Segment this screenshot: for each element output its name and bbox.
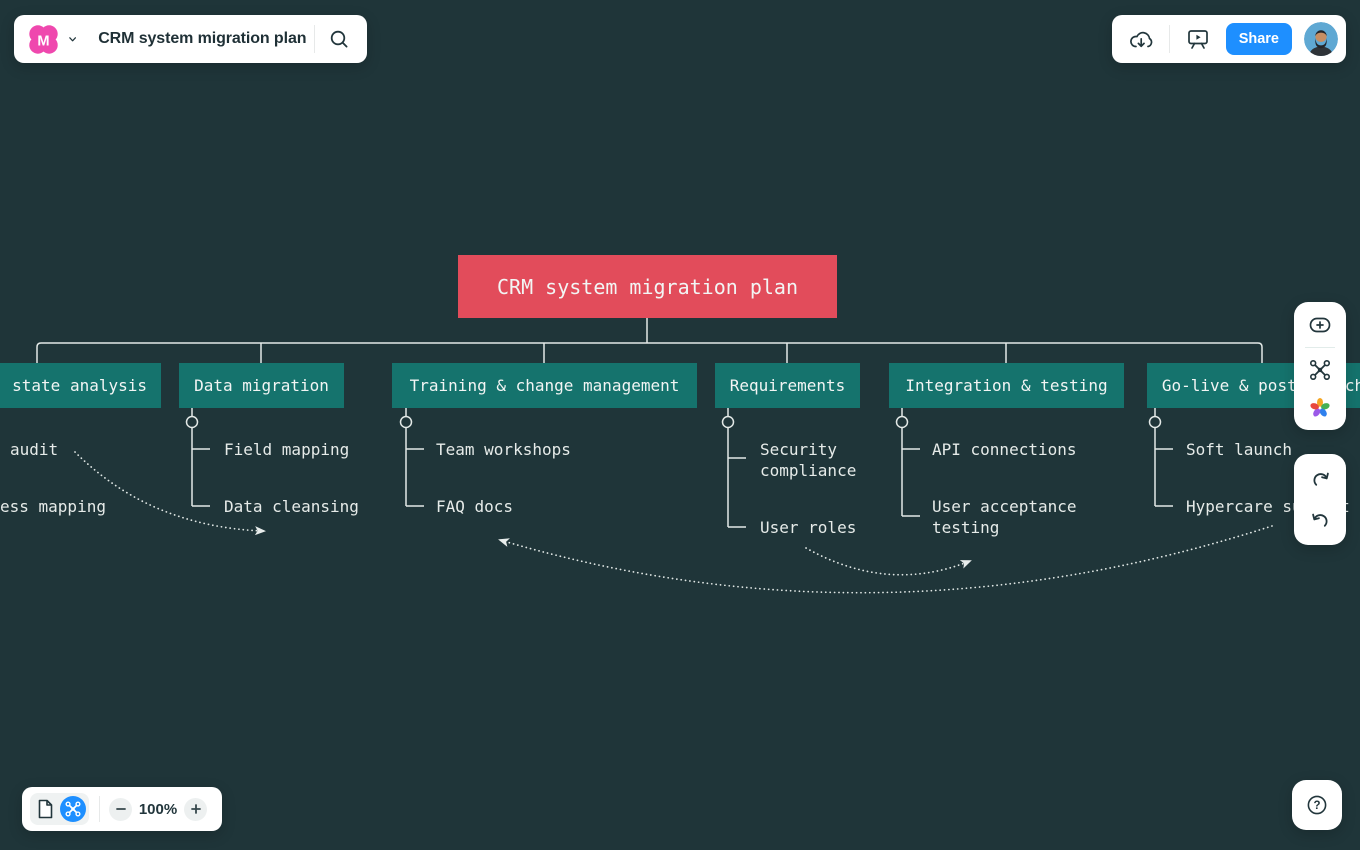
mindmap-icon bbox=[1309, 359, 1330, 380]
collapse-toggle[interactable] bbox=[721, 415, 735, 429]
child-node-faq-docs[interactable]: FAQ docs bbox=[436, 497, 514, 516]
view-switcher bbox=[30, 793, 89, 825]
question-icon: ? bbox=[1307, 795, 1327, 815]
controls-divider bbox=[99, 796, 100, 822]
cloud-download-icon bbox=[1129, 31, 1152, 47]
curved-arrow-audit-to-data-cleansing[interactable] bbox=[74, 451, 266, 536]
child-node-process-mapping[interactable]: ess mapping bbox=[0, 497, 106, 516]
undo-icon bbox=[1311, 513, 1327, 527]
svg-text:?: ? bbox=[1313, 800, 1320, 812]
present-button[interactable] bbox=[1180, 22, 1216, 56]
document-view-button[interactable] bbox=[33, 795, 58, 823]
curved-arrow-user-roles-to-testing[interactable] bbox=[805, 547, 972, 576]
child-node-user-roles[interactable]: User roles bbox=[760, 518, 857, 537]
branch-node-current-state-analysis[interactable]: state analysis bbox=[0, 363, 161, 408]
toolbar-divider bbox=[1305, 347, 1335, 349]
children-elbow-golive bbox=[1154, 428, 1173, 507]
child-node-audit[interactable]: audit bbox=[10, 440, 59, 459]
app-logo-icon[interactable]: M bbox=[28, 24, 59, 55]
children-elbow-integration bbox=[901, 428, 920, 517]
help-button[interactable]: ? bbox=[1292, 780, 1342, 830]
children-elbow-data-migration bbox=[191, 428, 210, 507]
mindmap-view-icon bbox=[65, 801, 81, 817]
toggle-stub-lines bbox=[191, 408, 1156, 416]
branch-node-requirements[interactable]: Requirements bbox=[715, 363, 860, 408]
mindmap-root-node[interactable]: CRM system migration plan bbox=[458, 255, 837, 318]
redo-button[interactable] bbox=[1304, 463, 1337, 495]
mindmap-layout-button[interactable] bbox=[1303, 353, 1337, 387]
board-title[interactable]: CRM system migration plan bbox=[98, 30, 307, 47]
svg-text:M: M bbox=[37, 33, 49, 49]
share-button[interactable]: Share bbox=[1225, 23, 1292, 55]
collapse-toggle[interactable] bbox=[399, 415, 413, 429]
mindmap-view-button[interactable] bbox=[60, 796, 86, 822]
zoom-in-button[interactable] bbox=[184, 797, 207, 821]
zoom-out-button[interactable] bbox=[109, 797, 132, 821]
collapse-toggle[interactable] bbox=[1148, 415, 1162, 429]
undo-button[interactable] bbox=[1304, 504, 1337, 536]
user-avatar[interactable] bbox=[1304, 22, 1338, 56]
child-node-team-workshops[interactable]: Team workshops bbox=[436, 440, 571, 459]
children-elbow-requirements bbox=[727, 428, 746, 528]
collapse-toggle[interactable] bbox=[185, 415, 199, 429]
zoom-level: 100% bbox=[138, 800, 178, 818]
search-button[interactable] bbox=[323, 23, 355, 55]
branch-node-training-change-management[interactable]: Training & change management bbox=[392, 363, 697, 408]
curved-arrow-hypercare-to-faq[interactable] bbox=[498, 525, 1273, 594]
branch-node-data-migration[interactable]: Data migration bbox=[179, 363, 344, 408]
branch-node-integration-testing[interactable]: Integration & testing bbox=[889, 363, 1124, 408]
page-icon bbox=[38, 799, 53, 819]
header-divider bbox=[1168, 25, 1170, 53]
add-node-icon bbox=[1309, 317, 1331, 332]
search-icon bbox=[330, 30, 348, 48]
presentation-icon bbox=[1187, 30, 1208, 49]
trunk-line bbox=[36, 342, 1263, 365]
header-divider bbox=[314, 25, 315, 53]
child-node-soft-launch[interactable]: Soft launch bbox=[1186, 440, 1292, 459]
child-node-data-cleansing[interactable]: Data cleansing bbox=[224, 497, 359, 516]
child-node-api-connections[interactable]: API connections bbox=[932, 440, 1077, 459]
ai-style-button[interactable] bbox=[1303, 391, 1337, 425]
child-node-user-acceptance-testing[interactable]: User acceptance testing bbox=[932, 497, 1077, 537]
branch-drop-lines bbox=[260, 343, 1007, 365]
collab-header: Share bbox=[1111, 15, 1346, 63]
history-toolbar bbox=[1294, 454, 1346, 545]
chevron-down-icon[interactable] bbox=[69, 35, 76, 44]
child-node-field-mapping[interactable]: Field mapping bbox=[224, 440, 350, 459]
board-header: M CRM system migration plan bbox=[14, 15, 367, 63]
plus-icon bbox=[190, 804, 201, 814]
mindmap-toolbar bbox=[1294, 302, 1346, 430]
color-flower-icon bbox=[1310, 398, 1330, 417]
child-node-security-compliance[interactable]: Security compliance bbox=[760, 440, 857, 480]
view-controls: 100% bbox=[22, 787, 222, 831]
minus-icon bbox=[115, 808, 126, 810]
add-node-button[interactable] bbox=[1302, 307, 1338, 343]
children-elbow-training bbox=[405, 428, 424, 507]
collapse-toggle[interactable] bbox=[895, 415, 909, 429]
redo-icon bbox=[1313, 472, 1329, 486]
export-button[interactable] bbox=[1122, 22, 1159, 57]
